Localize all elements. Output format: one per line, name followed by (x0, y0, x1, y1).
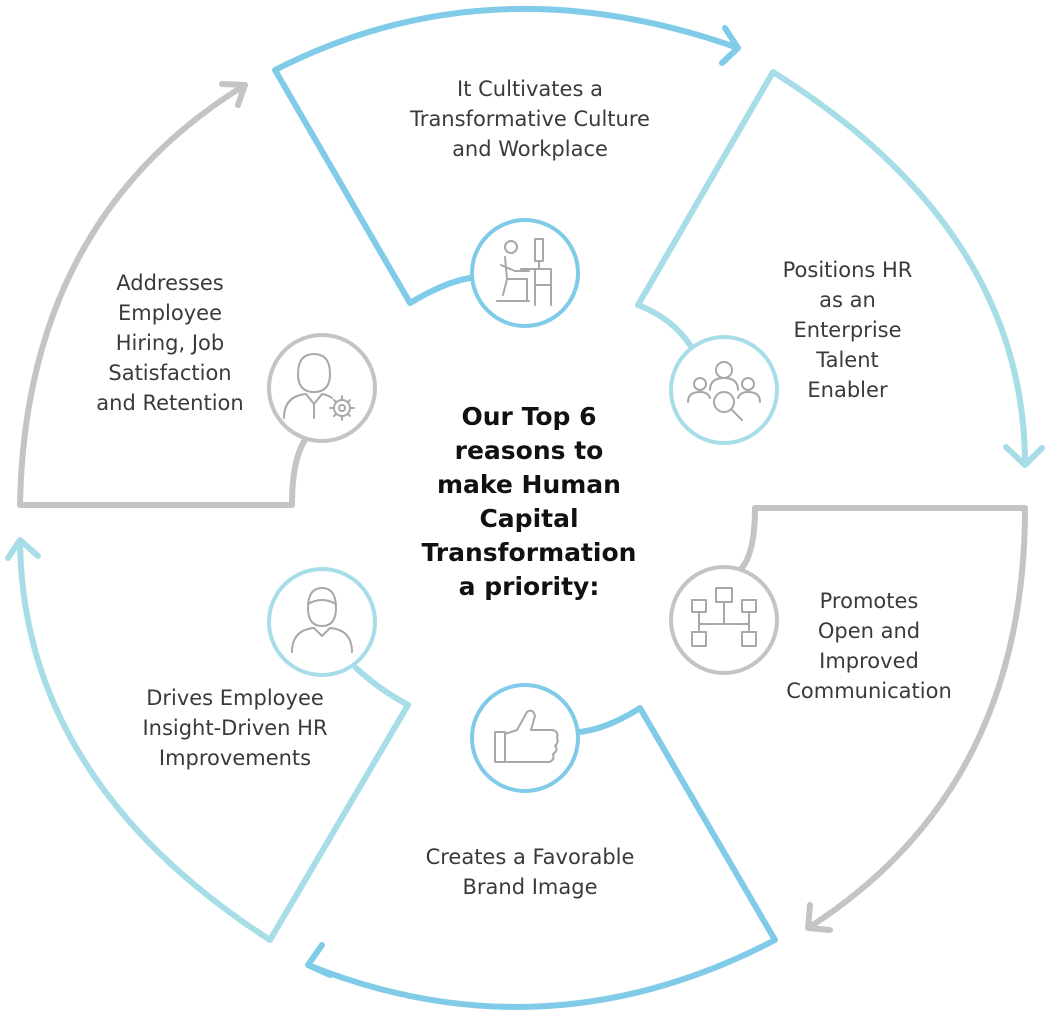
thumbs-up-icon (494, 709, 559, 763)
workstation-icon (496, 238, 552, 306)
org-chart-icon (691, 587, 757, 647)
talent-search-icon (687, 361, 761, 421)
employee-gear-icon (283, 353, 355, 421)
reason-talent-label: Positions HR as an Enterprise Talent Ena… (782, 258, 913, 402)
reason-insight-label: Drives Employee Insight-Driven HR Improv… (142, 686, 328, 770)
reason-communication-label: Promotes Open and Improved Communication (786, 589, 952, 703)
reason-brand-label: Creates a Favorable Brand Image (425, 845, 635, 899)
circle-brand (470, 683, 580, 793)
reason-hiring-label: Addresses Employee Hiring, Job Satisfact… (96, 271, 244, 415)
reason-culture-label: It Cultivates a Transformative Culture a… (410, 77, 650, 161)
employee-icon (291, 587, 353, 653)
segment-talent (635, 69, 1045, 468)
segment-hiring (17, 81, 308, 508)
segment-brand (305, 705, 778, 1010)
segment-insight (5, 537, 411, 943)
center-title: Our Top 6 reasons to make Human Capital … (421, 402, 637, 601)
segment-culture (272, 5, 741, 306)
circle-hiring (267, 333, 377, 443)
circle-talent (669, 335, 779, 445)
circle-culture (470, 218, 580, 328)
circle-insight (267, 567, 377, 677)
segment-communication (737, 505, 1028, 933)
